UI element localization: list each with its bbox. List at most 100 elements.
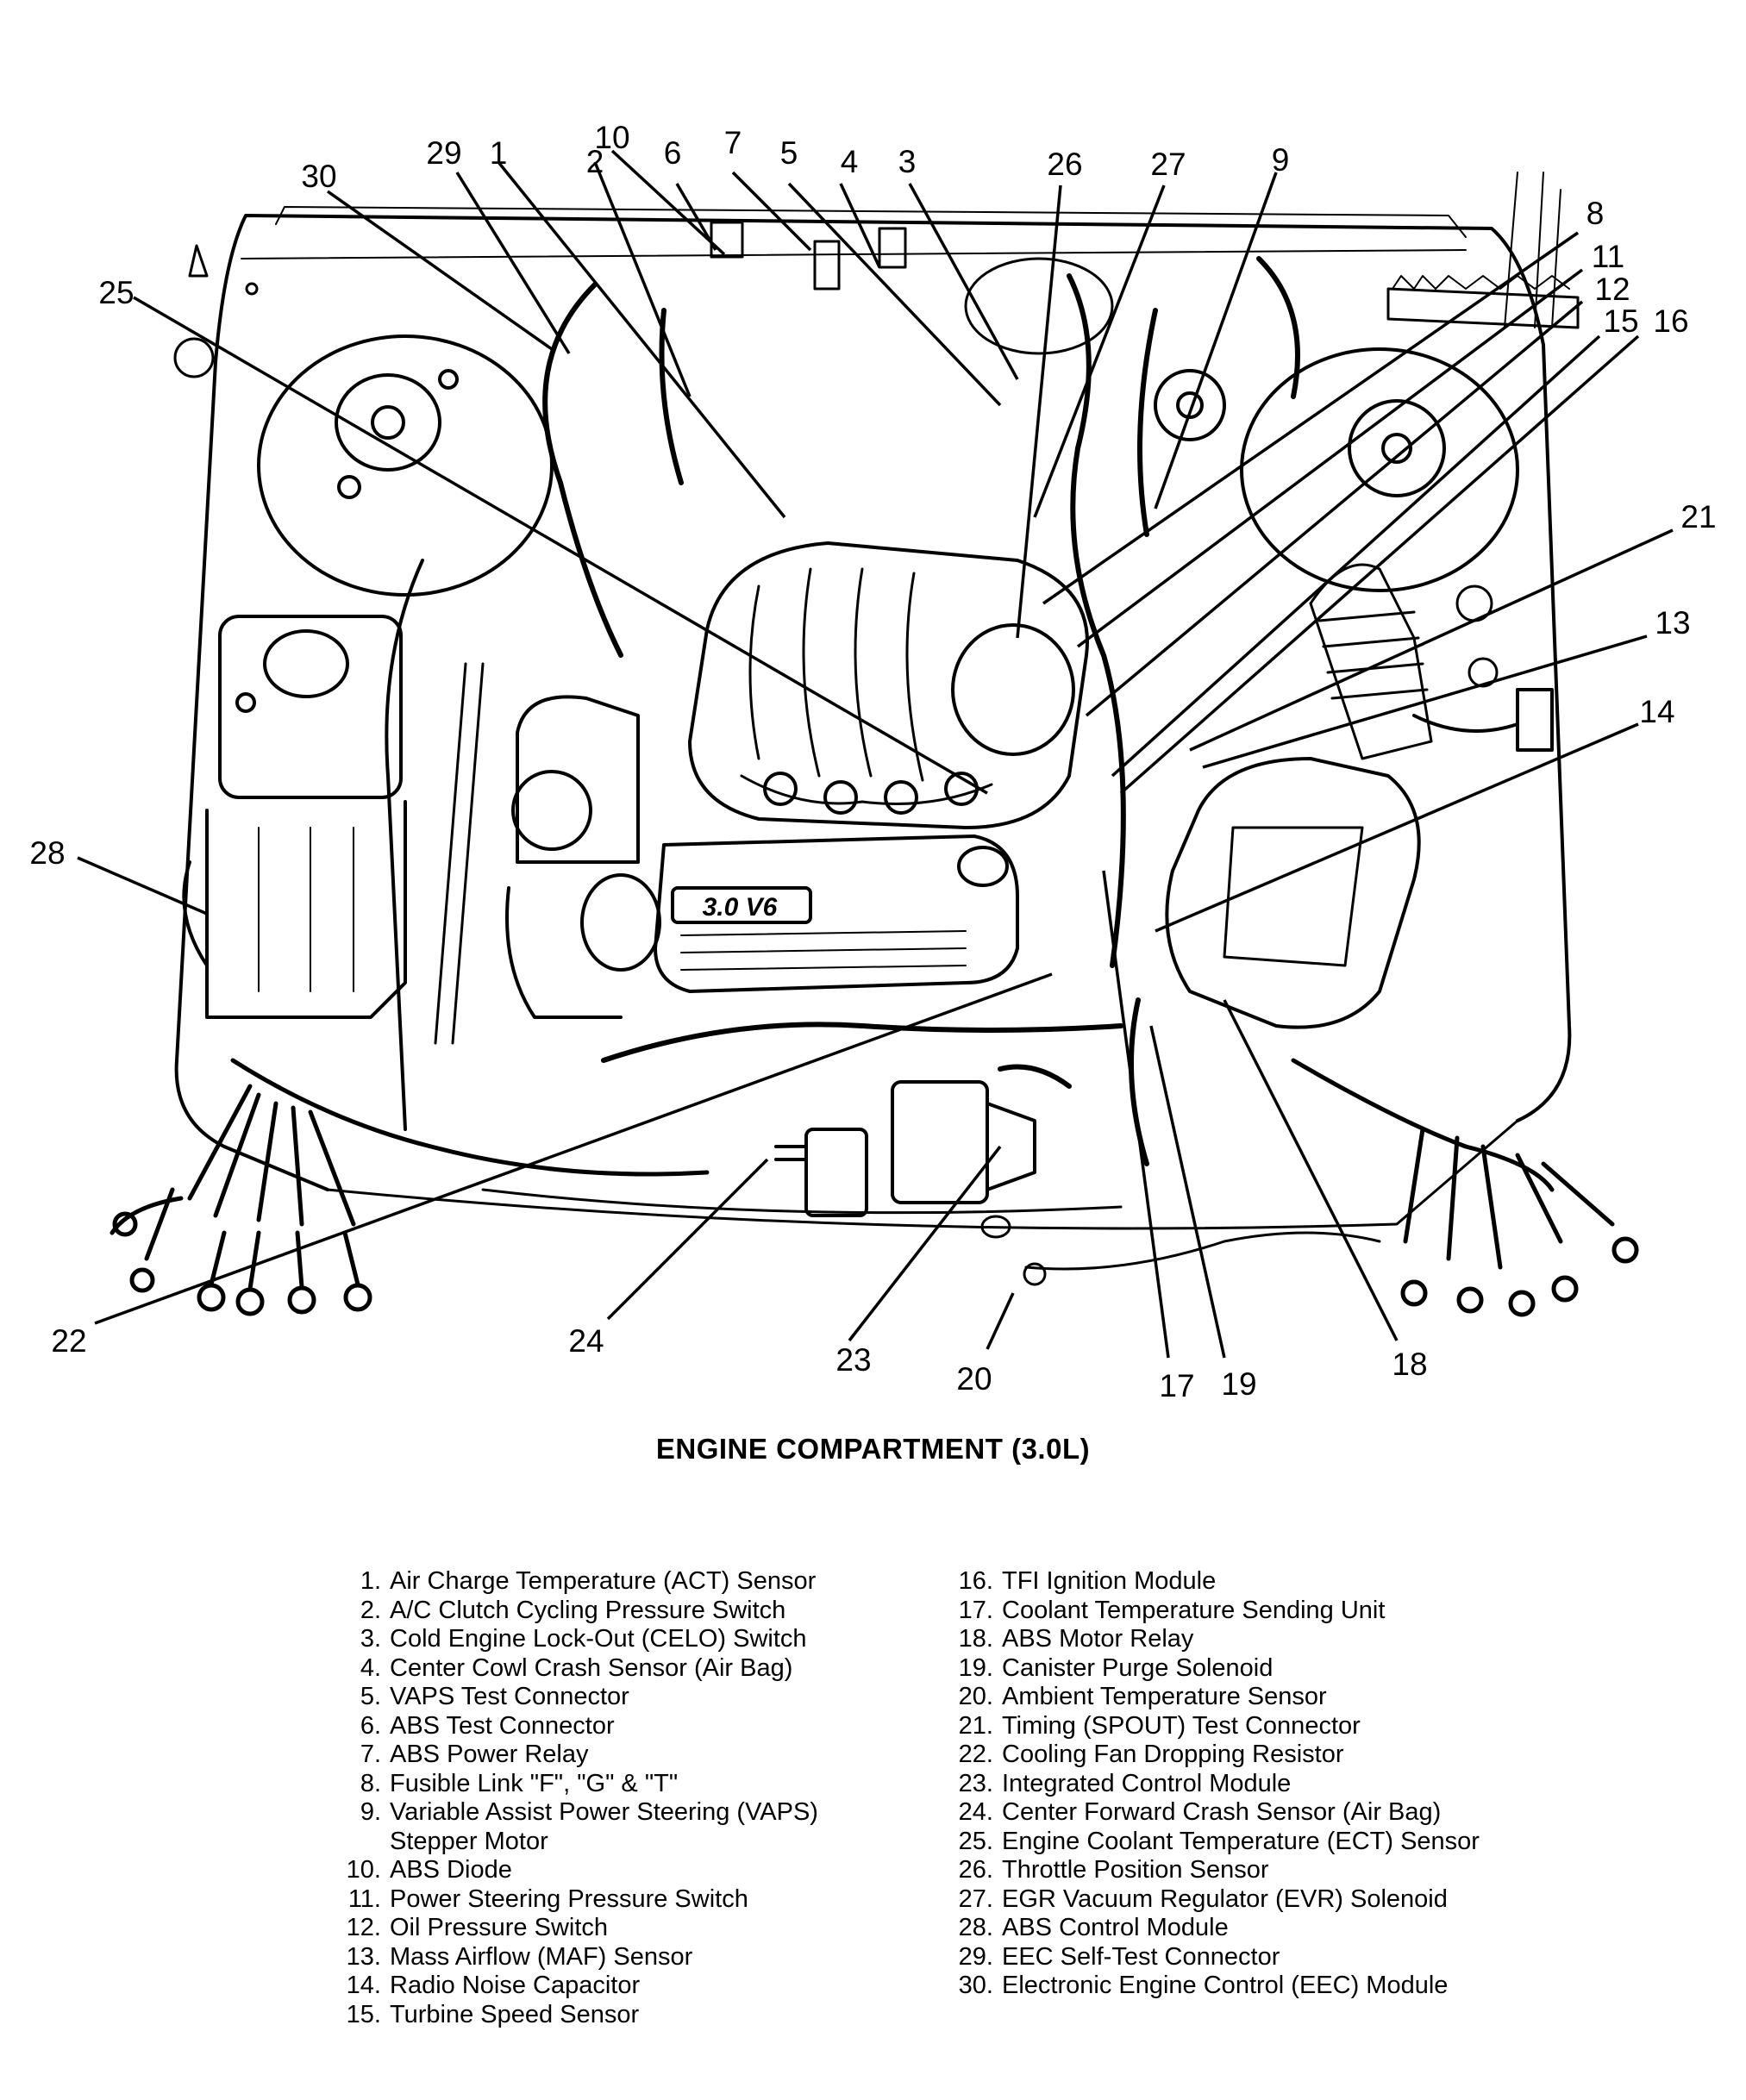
- legend-item: 13.Mass Airflow (MAF) Sensor: [346, 1942, 693, 1971]
- callout-20: 20: [956, 1361, 992, 1397]
- legend-item: 9.Variable Assist Power Steering (VAPS) …: [360, 1798, 818, 1855]
- leader-7: [731, 171, 812, 252]
- legend-item: 12.Oil Pressure Switch: [346, 1914, 609, 1941]
- engine-compartment-diagram: 3.0 V6 1 2 3 4: [29, 120, 1716, 1403]
- diagram-title: ENGINE COMPARTMENT (3.0L): [655, 1433, 1091, 1465]
- callout-3: 3: [898, 144, 917, 179]
- legend-item: 19.Canister Purge Solenoid: [958, 1653, 1274, 1682]
- legend-item: 27.EGR Vacuum Regulator (EVR) Solenoid: [958, 1884, 1448, 1913]
- air-cleaner: [1165, 688, 1554, 1029]
- legend-item: 18.ABS Motor Relay: [958, 1625, 1194, 1653]
- callout-10: 10: [594, 120, 629, 155]
- callout-15: 15: [1603, 303, 1638, 339]
- legend-item: 17.Coolant Temperature Sending Unit: [958, 1596, 1386, 1624]
- leader-4: [839, 183, 881, 268]
- callout-numbers: 1 2 3 4 5 6 7 8 9 10 11 12 13 14 15 16 1…: [29, 120, 1716, 1403]
- callout-21: 21: [1680, 499, 1716, 534]
- strut-rod: [385, 559, 485, 1131]
- callout-19: 19: [1221, 1366, 1256, 1402]
- callout-2: 2: [586, 144, 604, 179]
- leader-3: [908, 183, 1019, 380]
- leader-19: [1149, 1025, 1226, 1359]
- legend-item: 28.ABS Control Module: [958, 1914, 1229, 1941]
- legend-item: 22.Cooling Fan Dropping Resistor: [958, 1741, 1344, 1768]
- leader-28: [77, 856, 208, 916]
- leader-10: [610, 149, 726, 256]
- legend-left: 1.Air Charge Temperature (ACT) Sensor 2.…: [336, 1567, 905, 2029]
- callout-26: 26: [1047, 147, 1082, 182]
- callout-16: 16: [1653, 303, 1688, 339]
- callout-1: 1: [490, 135, 508, 171]
- right-shock-tower: [1154, 347, 1519, 592]
- legend-right: 16.TFI Ignition Module 17.Coolant Temper…: [948, 1567, 1707, 2001]
- radiator-support: [481, 1188, 1381, 1286]
- leader-14: [1155, 722, 1639, 933]
- legend-item: 4.Center Cowl Crash Sensor (Air Bag): [360, 1653, 793, 1682]
- leader-16: [1119, 334, 1640, 795]
- legend-item: 24.Center Forward Crash Sensor (Air Bag): [958, 1798, 1442, 1826]
- body-outline: [174, 206, 1572, 1230]
- leader-9: [1154, 172, 1278, 509]
- leader-8: [1042, 231, 1579, 605]
- legend-item: 5.VAPS Test Connector: [360, 1683, 629, 1710]
- callout-17: 17: [1159, 1368, 1194, 1403]
- callout-28: 28: [29, 835, 65, 871]
- callout-22: 22: [51, 1323, 86, 1359]
- legend-item: 29.EEC Self-Test Connector: [958, 1942, 1280, 1971]
- engine-badge: 3.0 V6: [703, 893, 778, 922]
- callout-11: 11: [1592, 239, 1624, 274]
- legend-item: 15.Turbine Speed Sensor: [346, 2000, 640, 2028]
- leader-22: [94, 972, 1053, 1325]
- legend-item: 16.TFI Ignition Module: [958, 1567, 1217, 1595]
- callout-12: 12: [1594, 272, 1630, 307]
- legend-item: 14.Radio Noise Capacitor: [346, 1972, 641, 1999]
- intake-plenum: [688, 541, 1089, 829]
- leader-20: [986, 1292, 1015, 1350]
- leader-13: [1202, 634, 1648, 769]
- legend-item: 6.ABS Test Connector: [360, 1711, 615, 1740]
- leader-18: [1223, 999, 1399, 1341]
- callout-5: 5: [780, 135, 798, 171]
- callout-9: 9: [1272, 142, 1290, 178]
- legend-item: 21.Timing (SPOUT) Test Connector: [958, 1711, 1361, 1740]
- harness-right: [1291, 1058, 1639, 1317]
- callout-14: 14: [1639, 694, 1674, 729]
- leader-17: [1102, 870, 1170, 1359]
- legend-item: 7.ABS Power Relay: [360, 1741, 589, 1768]
- legend-item: 20.Ambient Temperature Sensor: [958, 1683, 1327, 1710]
- leader-25: [133, 296, 988, 795]
- legend-item: 30.Electronic Engine Control (EEC) Modul…: [958, 1972, 1449, 1999]
- leader-11: [1076, 268, 1584, 648]
- callout-13: 13: [1655, 605, 1690, 641]
- integrated-control-module: [774, 1080, 1036, 1217]
- callout-24: 24: [568, 1323, 604, 1359]
- leader-15: [1111, 334, 1601, 778]
- left-shock-tower: [257, 334, 554, 597]
- harness-left: [110, 1058, 710, 1316]
- leader-30: [326, 190, 554, 351]
- leader-27: [1033, 184, 1166, 518]
- leader-2: [593, 161, 692, 397]
- callout-27: 27: [1150, 147, 1186, 182]
- callout-4: 4: [841, 144, 859, 179]
- callout-6: 6: [664, 135, 682, 171]
- cowl-connectors: [173, 172, 1580, 378]
- leader-1: [497, 160, 786, 519]
- legend-item: 11.Power Steering Pressure Switch: [347, 1884, 748, 1913]
- alternator: [505, 695, 661, 1019]
- callout-23: 23: [835, 1342, 871, 1378]
- leader-21: [1189, 528, 1674, 752]
- leader-5: [787, 182, 1002, 407]
- hoses: [542, 256, 1300, 1166]
- leader-lines: [77, 149, 1674, 1359]
- legend-item: 1.Air Charge Temperature (ACT) Sensor: [360, 1567, 817, 1595]
- callout-7: 7: [724, 125, 742, 160]
- callout-30: 30: [301, 159, 336, 194]
- valve-cover: [654, 834, 1019, 993]
- abs-control-module-box: [182, 615, 407, 1019]
- legend-item: 26.Throttle Position Sensor: [958, 1856, 1269, 1884]
- legend-item: 23.Integrated Control Module: [958, 1769, 1292, 1797]
- legend-item: 25.Engine Coolant Temperature (ECT) Sens…: [958, 1827, 1480, 1855]
- callout-18: 18: [1392, 1347, 1427, 1382]
- legend-item: 3.Cold Engine Lock-Out (CELO) Switch: [360, 1625, 807, 1653]
